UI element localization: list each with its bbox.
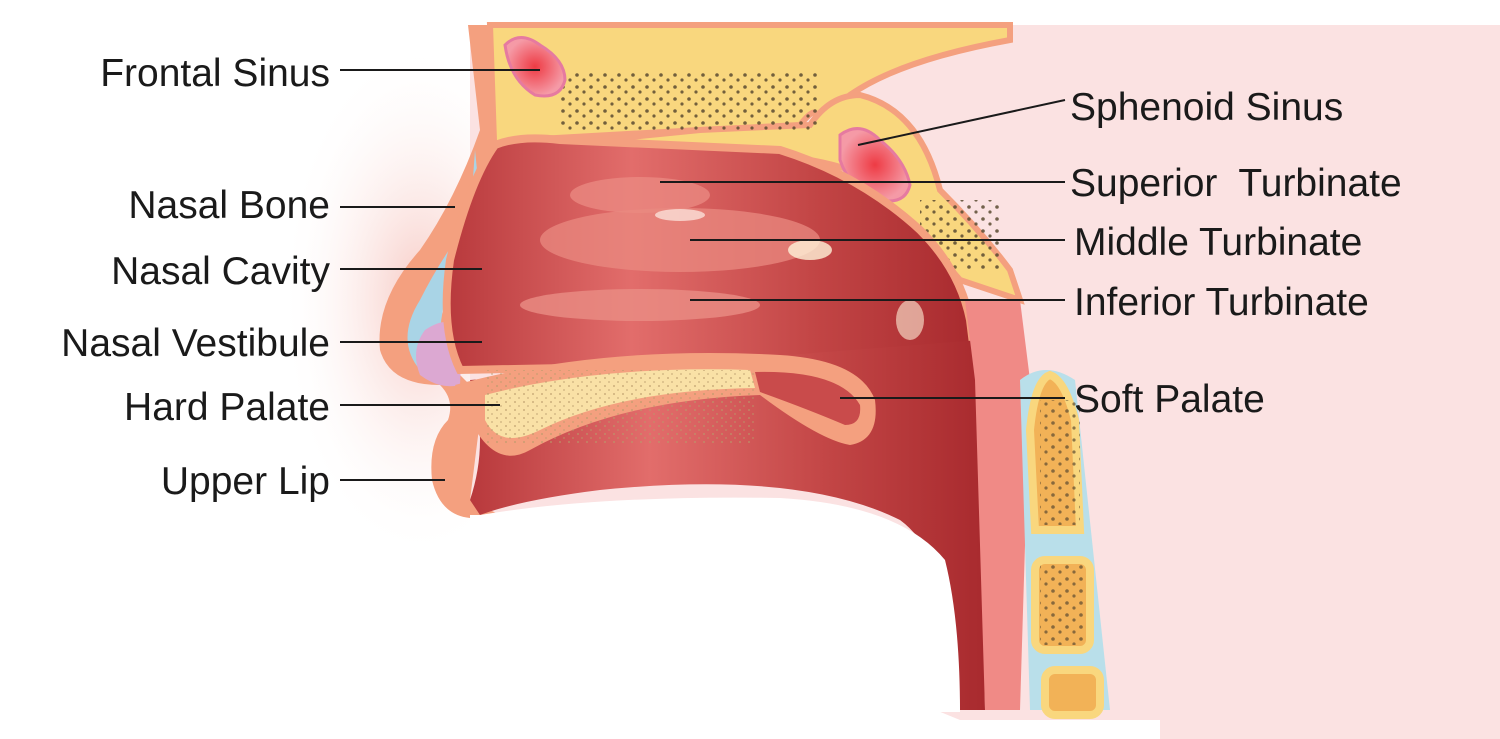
soft-palate-shape xyxy=(755,371,861,425)
label-hard-palate: Hard Palate xyxy=(124,386,330,429)
label-sphenoid-sinus: Sphenoid Sinus xyxy=(1070,86,1343,129)
label-inferior-turbinate: Inferior Turbinate xyxy=(1074,281,1369,324)
mouth-space xyxy=(470,497,960,712)
vertebra-texture xyxy=(1040,400,1080,525)
inferior-turbinate-shape xyxy=(520,289,760,321)
label-middle-turbinate: Middle Turbinate xyxy=(1074,221,1362,264)
palate-texture xyxy=(485,370,755,445)
label-nasal-vestibule: Nasal Vestibule xyxy=(61,322,330,365)
vertebra xyxy=(1041,666,1104,719)
superior-turbinate-shape xyxy=(570,177,710,213)
bone-texture xyxy=(560,70,820,130)
highlight xyxy=(788,240,832,260)
nasal-bone-shape xyxy=(407,150,479,370)
pharynx-wall xyxy=(965,300,1030,710)
label-frontal-sinus: Frontal Sinus xyxy=(100,52,330,95)
vertebra-texture xyxy=(1040,565,1085,645)
label-soft-palate: Soft Palate xyxy=(1074,378,1265,421)
label-nasal-cavity: Nasal Cavity xyxy=(111,250,330,293)
label-upper-lip: Upper Lip xyxy=(161,460,330,503)
label-superior-turbinate: Superior Turbinate xyxy=(1070,162,1402,205)
highlight xyxy=(655,209,705,221)
middle-turbinate-shape xyxy=(540,208,820,272)
highlight xyxy=(896,300,924,340)
leader-sphenoid-sinus xyxy=(857,99,1066,146)
frontal-sinus-shape xyxy=(503,36,567,98)
label-nasal-bone: Nasal Bone xyxy=(128,184,330,227)
